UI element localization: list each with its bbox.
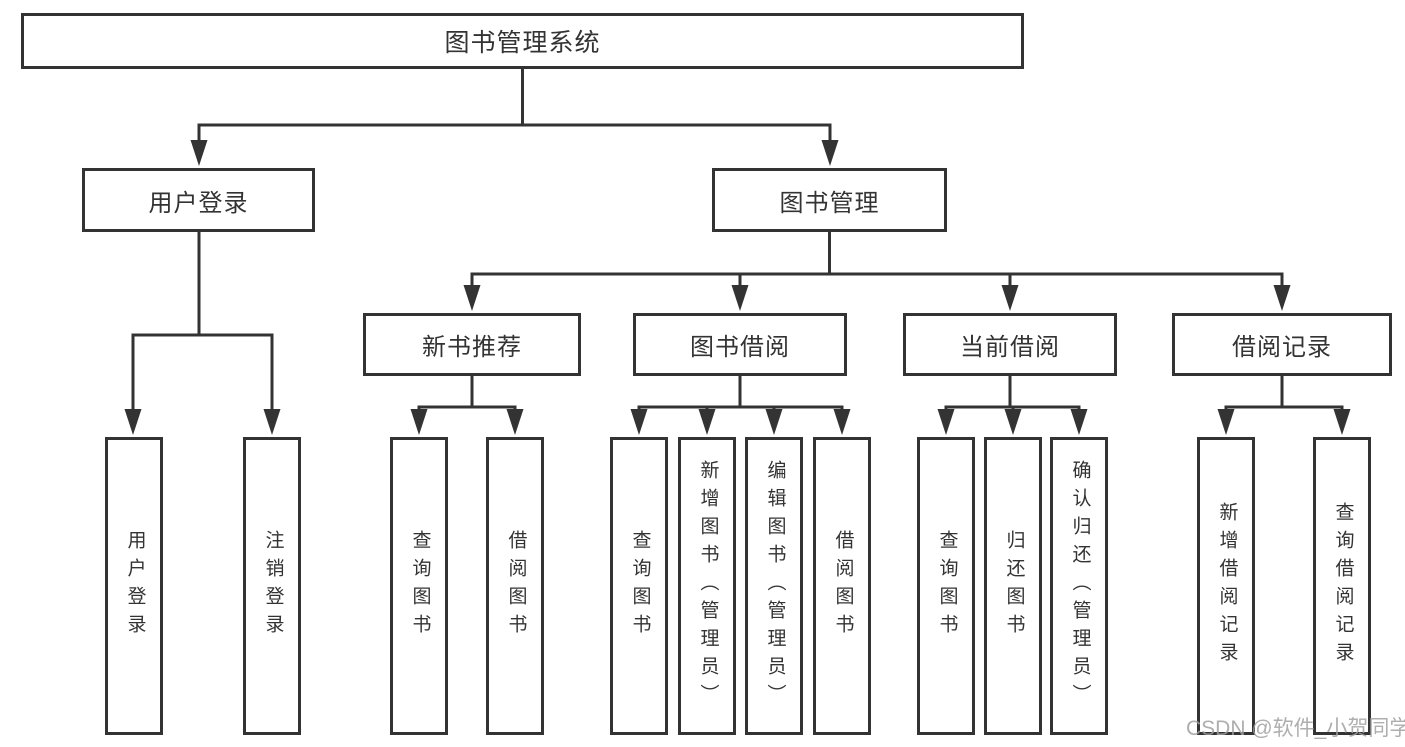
leaf-query-borrow-record: 查询借阅记录 [1313, 437, 1371, 735]
leaf-logout-label: 注销登录 [262, 530, 284, 642]
leaf-borrow-books-borrowing: 借阅图书 [813, 437, 871, 735]
csdn-watermark: CSDN @软件_小贺同学 [1186, 717, 1405, 740]
leaf-query-books-borrowing: 查询图书 [610, 437, 668, 735]
leaf-user-login: 用户登录 [105, 437, 163, 735]
leaf-query-books-current: 查询图书 [917, 437, 975, 735]
node-new-book-recommendation: 新书推荐 [363, 313, 581, 376]
leaf-query-books-recommend-label: 查询图书 [409, 530, 431, 642]
leaf-edit-books-admin-label: 编辑图书（管理员） [764, 460, 786, 712]
leaf-add-borrow-record: 新增借阅记录 [1197, 437, 1255, 735]
arrowheads [124, 140, 1351, 435]
leaf-edit-books-admin: 编辑图书（管理员） [745, 437, 803, 735]
leaf-add-books-admin-label: 新增图书（管理员） [697, 460, 719, 712]
node-book-borrowing: 图书借阅 [633, 313, 847, 376]
node-borrowing-records: 借阅记录 [1172, 313, 1392, 376]
leaf-query-books-current-label: 查询图书 [936, 530, 958, 642]
leaf-add-borrow-record-label: 新增借阅记录 [1216, 502, 1238, 670]
leaf-add-books-admin: 新增图书（管理员） [678, 437, 736, 735]
node-user-login: 用户登录 [82, 168, 315, 232]
leaf-confirm-return-admin-label: 确认归还（管理员） [1069, 460, 1091, 712]
leaf-return-books-label: 归还图书 [1003, 530, 1025, 642]
leaf-borrow-books-borrowing-label: 借阅图书 [832, 530, 854, 642]
leaf-borrow-books-recommend-label: 借阅图书 [505, 530, 527, 642]
leaf-query-borrow-record-label: 查询借阅记录 [1332, 502, 1354, 670]
leaf-query-books-recommend: 查询图书 [390, 437, 448, 735]
node-library-management-system: 图书管理系统 [21, 13, 1024, 69]
node-current-borrowing: 当前借阅 [903, 313, 1117, 376]
leaf-borrow-books-recommend: 借阅图书 [486, 437, 544, 735]
node-book-management: 图书管理 [712, 168, 947, 232]
leaf-confirm-return-admin: 确认归还（管理员） [1050, 437, 1108, 735]
leaf-logout: 注销登录 [243, 437, 301, 735]
leaf-return-books: 归还图书 [984, 437, 1042, 735]
leaf-user-login-label: 用户登录 [124, 530, 146, 642]
leaf-query-books-borrowing-label: 查询图书 [629, 530, 651, 642]
